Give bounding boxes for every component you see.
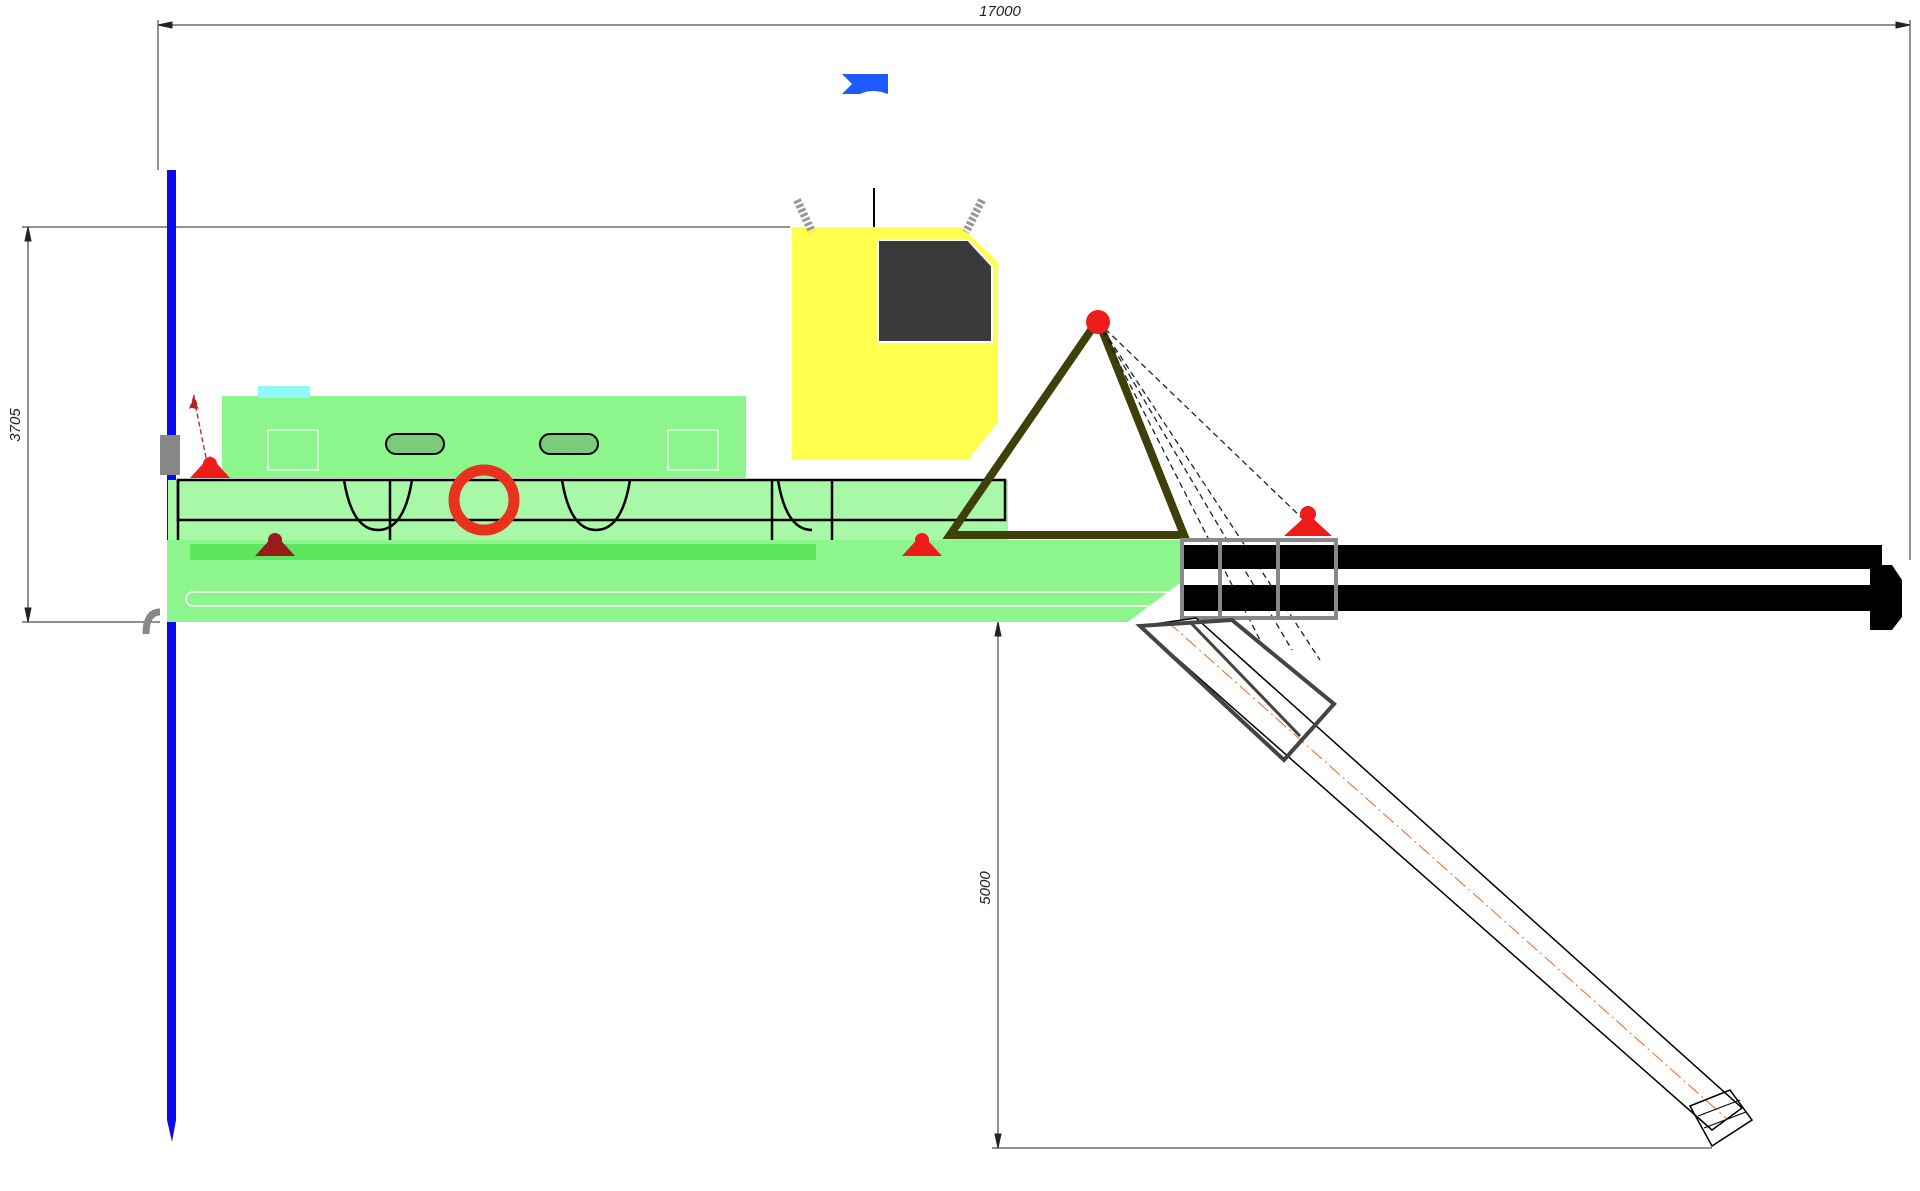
- winch-icon: [1284, 506, 1332, 536]
- operator-cabin: [792, 188, 998, 460]
- horn-icon: [962, 198, 986, 234]
- dimension-height-label: 3705: [7, 408, 24, 442]
- hull: [167, 540, 1184, 622]
- flag-icon: [842, 74, 888, 94]
- discharge-pipe: [1180, 538, 1902, 630]
- dimension-height: [22, 226, 790, 623]
- cutter-ladder: [1135, 617, 1744, 1131]
- dimension-depth-label: 5000: [977, 871, 994, 905]
- spud-pole: [142, 170, 180, 1142]
- winch-icon: [190, 456, 230, 478]
- gantry-frame: [942, 311, 1190, 539]
- horn-icon: [793, 198, 816, 234]
- deck-house: [168, 386, 1008, 540]
- dimension-overall-length: [157, 20, 1911, 560]
- dimension-depth: [992, 621, 1712, 1149]
- winch-icon: [902, 533, 942, 556]
- spud-cable: [189, 393, 207, 459]
- deck-railing: [176, 478, 1007, 540]
- winches: [190, 310, 1332, 556]
- dimension-length-label: 17000: [979, 3, 1021, 20]
- cutter-head-icon: [1688, 1089, 1754, 1148]
- winch-icon: [255, 533, 295, 556]
- lifebuoy-icon: [448, 464, 520, 536]
- lifting-cables: [1097, 321, 1321, 661]
- beacon-icon: [1086, 310, 1110, 334]
